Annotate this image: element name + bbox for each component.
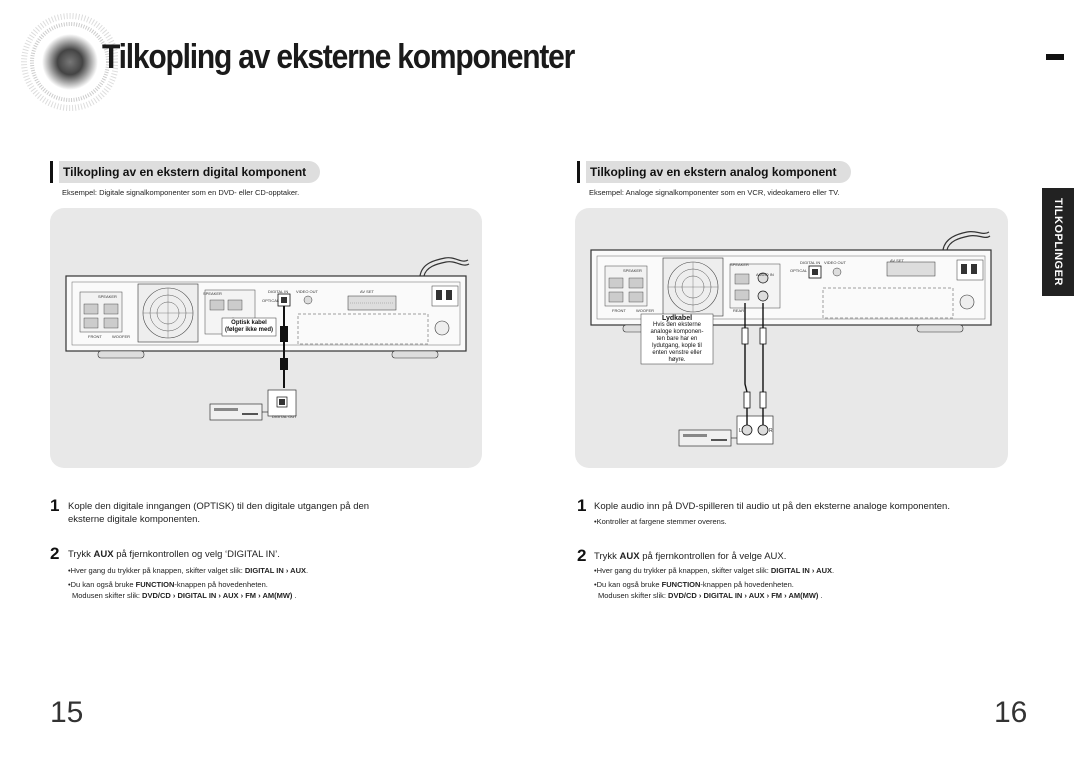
callout-line-1: Optisk kabel: [231, 320, 267, 326]
right-step1-number: 1: [577, 496, 587, 515]
left-step1-text: Kople den digitale inngangen (OPTISK) ti…: [68, 500, 468, 526]
right-step2-text: Trykk AUX på fjernkontrollen for å velge…: [594, 550, 1004, 563]
right-label-rear: REAR: [733, 308, 745, 313]
right-note2: •Du kan også bruke FUNCTION-knappen på h…: [594, 579, 1004, 590]
right-label-speaker-2: SPEAKER: [730, 262, 749, 267]
left-note3-a: Modusen skifter slik:: [72, 591, 143, 600]
right-note1-b: DIGITAL IN › AUX: [770, 566, 833, 575]
optical-cable-callout: Optisk kabel (følger ikke med): [222, 320, 276, 334]
side-tab-label: TILKOPLINGER: [1052, 198, 1064, 286]
right-illustration-panel: [575, 208, 1008, 468]
right-label-speaker: SPEAKER: [623, 268, 642, 273]
section-side-tab: TILKOPLINGER: [1042, 188, 1074, 296]
jack-left-label: L: [739, 428, 742, 434]
left-note2-a: •Du kan også bruke: [68, 580, 136, 589]
audio-cable-callout: Lydkabel Hvis den eksterne analoge kompo…: [641, 315, 713, 364]
left-note2-b: FUNCTION: [135, 580, 175, 589]
callout-l3: ten bare har en: [656, 336, 698, 342]
left-step2-text: Trykk AUX på fjernkontrollen og velg ‘DI…: [68, 548, 468, 561]
right-example-text: Eksempel: Analoge signalkomponenter som …: [589, 188, 840, 197]
right-note2-a: •Du kan også bruke: [594, 580, 662, 589]
callout-l5: enten venstre eller: [652, 350, 702, 356]
page-title: Tilkopling av eksterne komponenter: [102, 38, 575, 76]
left-note3-c: .: [292, 591, 297, 600]
left-label-speaker: SPEAKER: [98, 294, 117, 299]
callout-l2: analoge komponen-: [650, 329, 704, 335]
left-label-digital-in: DIGITAL IN: [268, 289, 289, 294]
callout-l4: lydutgang, kople til: [652, 343, 702, 349]
right-step2-b: AUX: [619, 551, 640, 562]
right-note1: •Hver gang du trykker på knappen, skifte…: [594, 565, 1004, 576]
right-note1-a: •Hver gang du trykker på knappen, skifte…: [594, 566, 771, 575]
left-note2-c: -knappen på hovedenheten.: [174, 580, 268, 589]
left-step2-number: 2: [50, 544, 60, 563]
right-notes: •Hver gang du trykker på knappen, skifte…: [594, 565, 1004, 601]
left-note1-c: .: [306, 566, 309, 575]
right-note3-c: .: [818, 591, 823, 600]
left-label-av-set: AV SET: [360, 289, 374, 294]
right-section-heading: Tilkopling av en ekstern analog komponen…: [577, 161, 851, 183]
decorative-disc-graphic: [21, 13, 118, 111]
left-step2-b: AUX: [93, 549, 114, 560]
right-step1-note: •Kontroller at fargene stemmer overens.: [594, 517, 727, 526]
right-step1-text: Kople audio inn på DVD-spilleren til aud…: [594, 501, 950, 512]
right-label-front: FRONT: [612, 308, 626, 313]
right-label-audio-in: AUDIO IN: [756, 272, 774, 277]
left-note1-a: •Hver gang du trykker på knappen, skifte…: [68, 566, 245, 575]
callout-l1: Hvis den eksterne: [652, 322, 702, 328]
left-heading-text: Tilkopling av en ekstern digital kompone…: [59, 161, 321, 183]
right-label-optical: OPTICAL: [790, 268, 808, 273]
jack-right-label: R: [769, 428, 773, 434]
left-note2: •Du kan også bruke FUNCTION-knappen på h…: [68, 579, 468, 590]
right-note3-b: DVD/CD › DIGITAL IN › AUX › FM › AM(MW): [668, 591, 819, 600]
right-heading-text: Tilkopling av en ekstern analog komponen…: [586, 161, 851, 183]
left-label-speaker-2: SPEAKER: [203, 291, 222, 296]
callout-line-2: (følger ikke med): [224, 327, 273, 333]
left-label-optical: OPTICAL: [262, 298, 280, 303]
left-step1-number: 1: [50, 496, 60, 515]
right-note3-a: Modusen skifter slik:: [598, 591, 669, 600]
callout-l6: høyre.: [668, 357, 686, 363]
left-step2-a: Trykk: [68, 549, 94, 560]
right-note2-c: -knappen på hovedenheten.: [700, 580, 794, 589]
right-note1-c: .: [832, 566, 835, 575]
digital-out-label: DIGITAL OUT: [272, 414, 297, 419]
left-notes: •Hver gang du trykker på knappen, skifte…: [68, 565, 468, 601]
corner-marker: [1046, 54, 1064, 60]
left-section-heading: Tilkopling av en ekstern digital kompone…: [50, 161, 321, 183]
left-step1-line1: Kople den digitale inngangen (OPTISK) ti…: [68, 501, 370, 512]
right-note3: Modusen skifter slik: DVD/CD › DIGITAL I…: [598, 590, 1004, 601]
right-step2-a: Trykk: [594, 551, 620, 562]
right-step2-c: på fjernkontrollen for å velge AUX.: [639, 551, 787, 562]
right-step2-number: 2: [577, 546, 587, 565]
left-label-woofer: WOOFER: [112, 334, 130, 339]
right-note2-b: FUNCTION: [661, 580, 701, 589]
left-step2-c: på fjernkontrollen og velg ‘DIGITAL IN’.: [113, 549, 280, 560]
right-label-video-out: VIDEO OUT: [824, 260, 847, 265]
left-label-front: FRONT: [88, 334, 102, 339]
page-number-left: 15: [50, 696, 84, 729]
callout-title: Lydkabel: [661, 315, 693, 322]
right-label-digital-in: DIGITAL IN: [800, 260, 821, 265]
left-note3-b: DVD/CD › DIGITAL IN › AUX › FM › AM(MW): [142, 591, 293, 600]
page-number-right: 16: [994, 696, 1028, 729]
analog-connection-diagram: [590, 230, 992, 447]
left-note1-b: DIGITAL IN › AUX: [244, 566, 307, 575]
right-label-av-set: AV SET: [890, 258, 904, 263]
left-illustration-panel: [50, 208, 482, 468]
left-note1: •Hver gang du trykker på knappen, skifte…: [68, 565, 468, 576]
digital-connection-diagram: [65, 257, 470, 421]
left-step1-line2: eksterne digitale komponenten.: [68, 514, 201, 525]
left-example-text: Eksempel: Digitale signalkomponenter som…: [62, 188, 300, 197]
right-label-woofer: WOOFER: [636, 308, 654, 313]
left-note3: Modusen skifter slik: DVD/CD › DIGITAL I…: [72, 590, 468, 601]
left-label-video-out: VIDEO OUT: [296, 289, 319, 294]
